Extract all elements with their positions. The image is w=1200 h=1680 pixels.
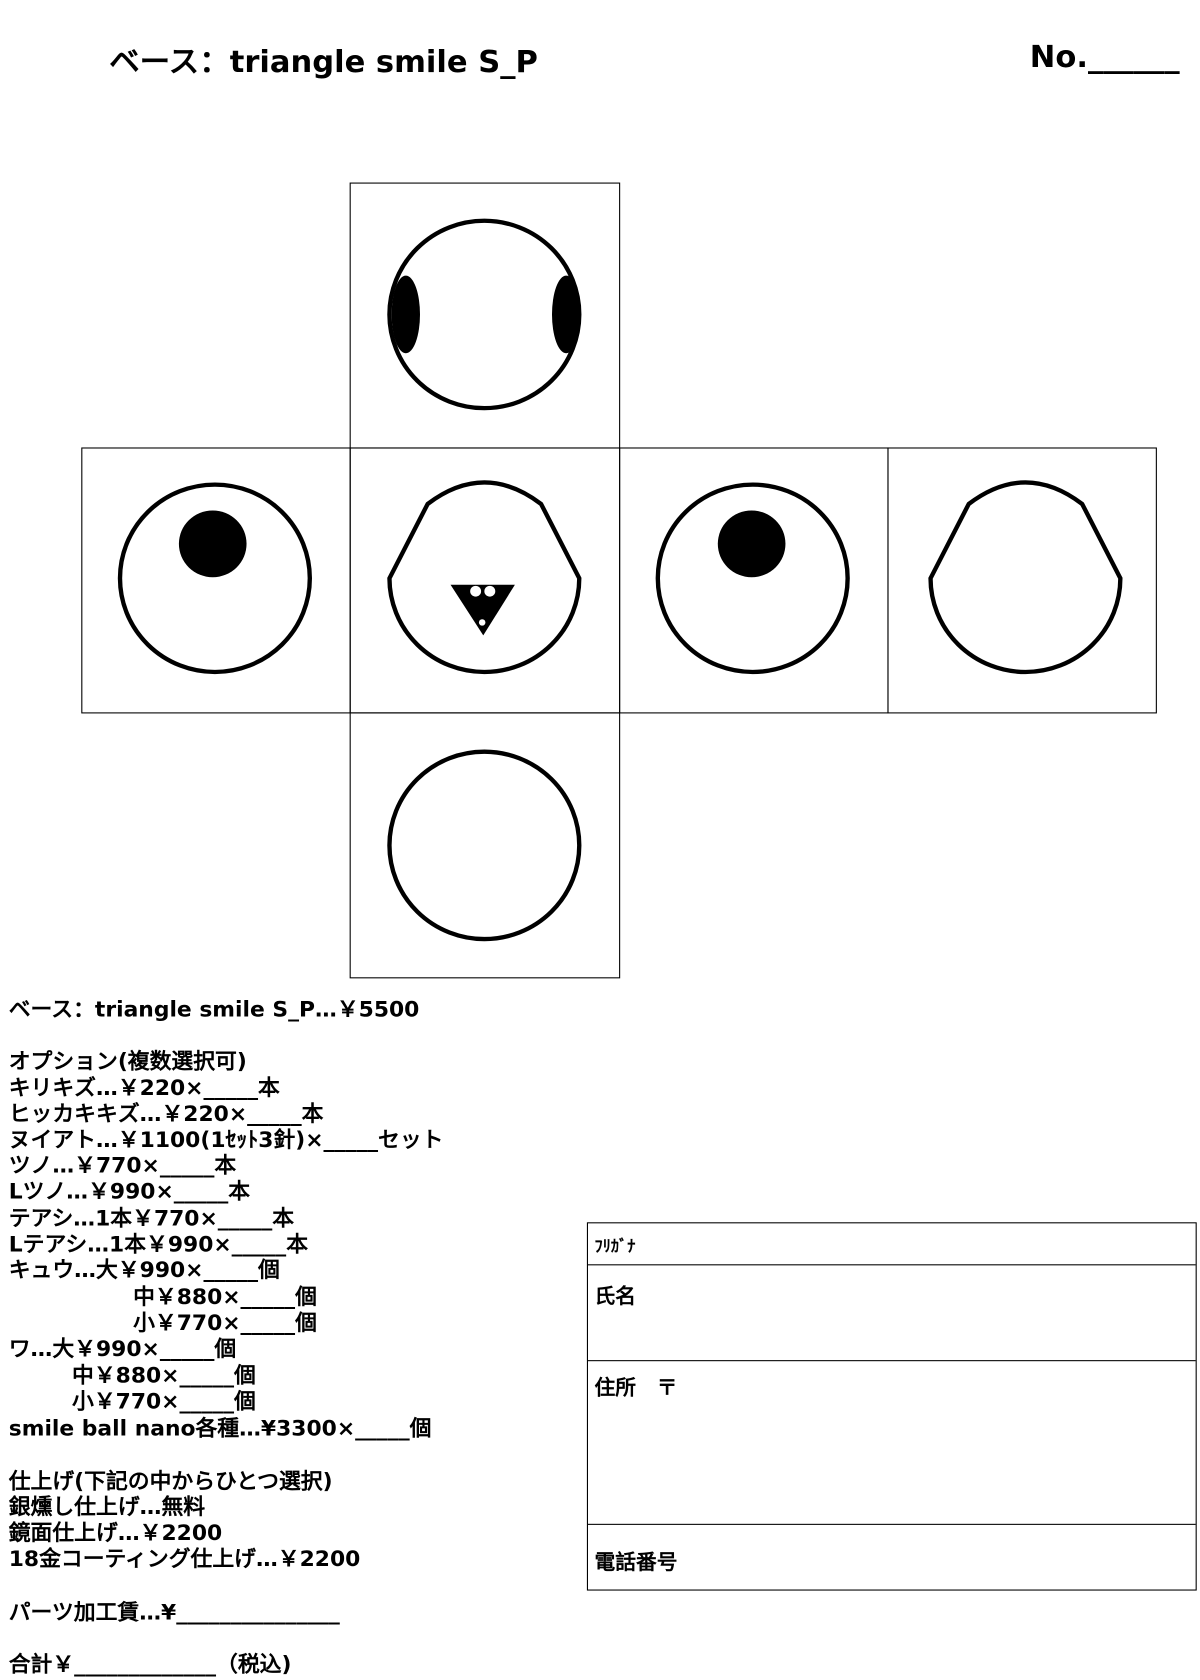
- option-item: テアシ…1本￥770×_____本: [8, 1205, 295, 1231]
- finish-item: 鏡面仕上げ…￥2200: [8, 1519, 223, 1546]
- front-face-outline: [387, 480, 582, 675]
- top-face-right-mark: [551, 275, 581, 354]
- top-face-left-mark: [391, 275, 420, 354]
- finish-item: 18金コーティング仕上げ…￥2200: [8, 1545, 361, 1572]
- customer-info-form: ﾌﾘｶﾞﾅ 氏名 住所 〒 電話番号: [586, 1222, 1197, 1591]
- option-item: Lテアシ…1本￥990×_____本: [8, 1230, 309, 1257]
- furigana-field[interactable]: ﾌﾘｶﾞﾅ: [587, 1223, 1196, 1266]
- back-face-outline: [928, 480, 1123, 675]
- name-field[interactable]: 氏名: [587, 1265, 1196, 1362]
- right-face-outline: [655, 482, 850, 675]
- name-label: 氏名: [594, 1284, 637, 1309]
- face-bottom-cell: [349, 712, 621, 979]
- finish-item: 銀燻し仕上げ…無料: [8, 1493, 206, 1520]
- option-item: ヌイアト…￥1100(1ｾｯﾄ3針)×_____セット: [8, 1126, 444, 1153]
- option-item: ツノ…￥770×_____本: [8, 1152, 237, 1179]
- option-item: 小￥770×_____個: [71, 1388, 256, 1414]
- option-item: キュウ…大￥990×_____個: [8, 1256, 280, 1283]
- right-face-eye: [717, 510, 786, 578]
- option-item: smile ball nano各種…¥3300×_____個: [8, 1415, 432, 1441]
- number-field: No.______: [1029, 38, 1180, 75]
- option-item: ヒッカキキズ…￥220×_____本: [8, 1100, 324, 1127]
- option-item: ワ…大￥990×_____個: [8, 1335, 237, 1362]
- front-face-mouth: [450, 584, 515, 636]
- total-line: 合計￥_____________（税込): [8, 1650, 292, 1677]
- option-item: キリキズ…￥220×_____本: [8, 1074, 280, 1101]
- cube-net-diagram: [81, 182, 1157, 979]
- page-title: ベース：triangle smile S_P: [109, 44, 538, 80]
- base-price-line: ベース：triangle smile S_P…￥5500: [8, 996, 420, 1022]
- option-item: 小￥770×_____個: [133, 1309, 317, 1336]
- left-face-outline: [117, 482, 312, 675]
- bottom-face-outline: [387, 749, 582, 942]
- address-field[interactable]: 住所 〒: [587, 1361, 1196, 1525]
- phone-field[interactable]: 電話番号: [588, 1525, 1196, 1590]
- processing-fee-line: パーツ加工賃…¥_______________: [8, 1599, 340, 1626]
- option-item: Lツノ…￥990×_____本: [8, 1178, 251, 1204]
- phone-label: 電話番号: [594, 1550, 678, 1575]
- left-face-eye: [178, 510, 247, 578]
- furigana-label: ﾌﾘｶﾞﾅ: [594, 1236, 636, 1256]
- face-back-cell: [887, 447, 1157, 714]
- option-item: 中￥880×_____個: [133, 1283, 317, 1310]
- options-heading: オプション(複数選択可): [8, 1047, 247, 1074]
- address-label: 住所 〒: [594, 1376, 678, 1400]
- option-item: 中￥880×_____個: [71, 1362, 256, 1389]
- finish-heading: 仕上げ(下記の中からひとつ選択): [8, 1467, 333, 1494]
